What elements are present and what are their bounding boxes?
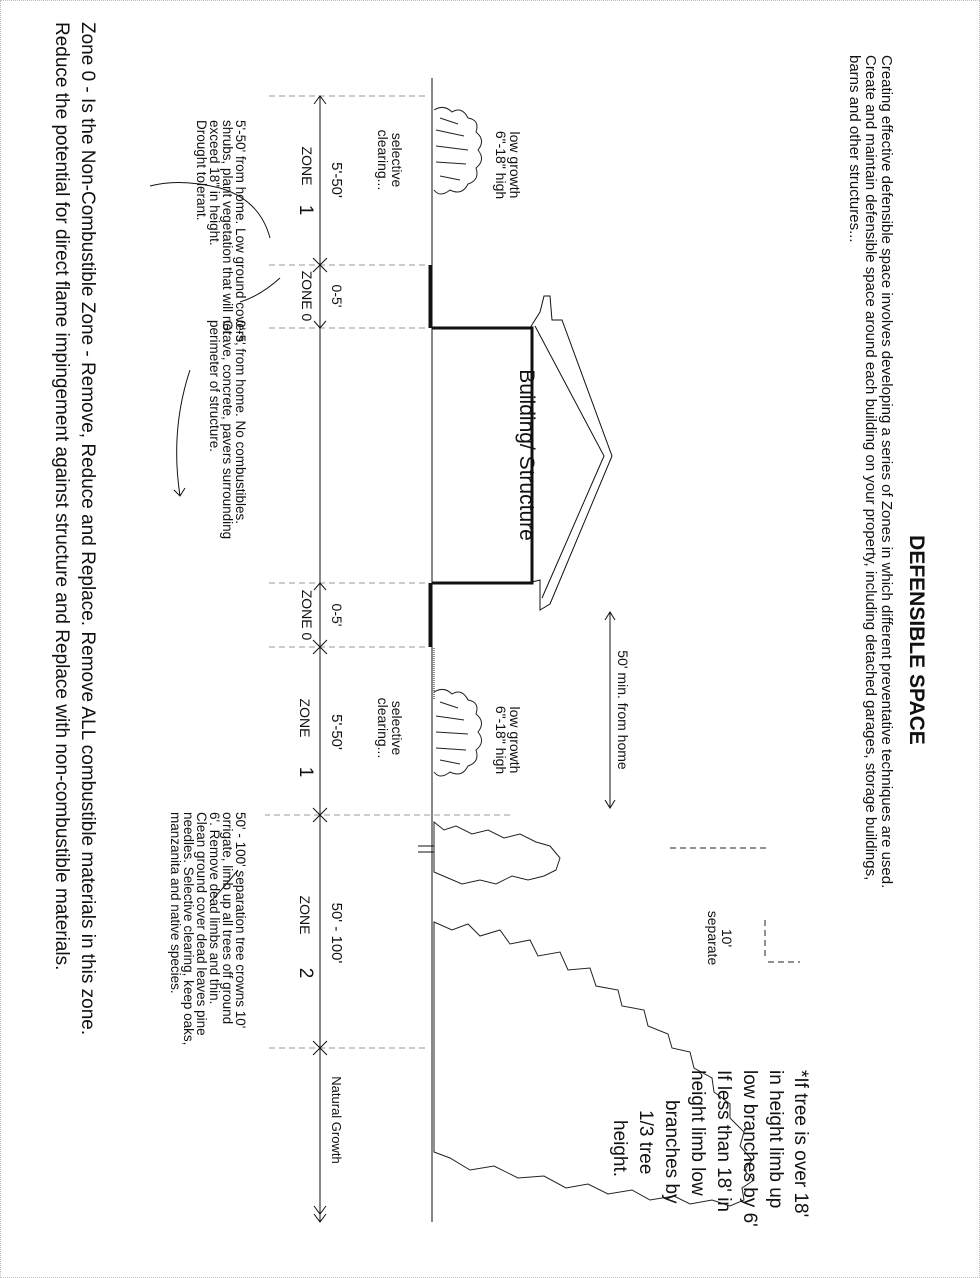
separate-line2: separate — [705, 911, 721, 966]
tree-note-line7: 1/3 tree — [635, 1110, 656, 1174]
rotated-diagram: DEFENSIBLE SPACE Creating effective defe… — [51, 22, 928, 1227]
zone0-note-leader — [239, 277, 281, 303]
tree-2-crown — [433, 921, 755, 1207]
zone1-note-leader — [149, 181, 271, 239]
zone2-note-line6: manzanita and native species. — [168, 812, 183, 994]
tree-note-line4: If less than 18' in — [713, 1070, 734, 1212]
tree-note-line6: branches by — [661, 1100, 682, 1204]
diagram-title: DEFENSIBLE SPACE — [905, 535, 928, 745]
right-low-growth-line2: 6"-18" high — [493, 706, 509, 774]
left-low-growth-line1: low growth — [507, 132, 523, 199]
left-low-growth-line2: 6"-18" high — [493, 131, 509, 199]
building-structure: Building/ Structure — [432, 295, 613, 611]
right-low-growth-line1: low growth — [507, 707, 523, 774]
right-zone2-label: ZONE — [297, 896, 313, 935]
footer-line-1: Zone 0 - Is the Non-Combustible Zone - R… — [77, 22, 98, 1035]
left-selective-line2: clearing... — [375, 130, 391, 191]
left-zone0-label: ZONE 0 — [299, 271, 315, 322]
right-zone1-number: 1 — [295, 767, 316, 778]
tree-note-line2: in height limb up — [765, 1070, 786, 1208]
intro-line-2: Create and maintain defensible space aro… — [862, 55, 879, 880]
zone2-note-line4: Clean ground cover dead leaves pine — [194, 812, 209, 1036]
zone0-note-line3: perimeter of structure. — [207, 320, 222, 452]
zone2-note-line2: orrigate, limb up all trees off ground — [220, 812, 235, 1024]
left-shrub-outline — [433, 106, 482, 195]
left-selective-line1: selective — [389, 133, 405, 188]
right-zone1-distance: 5'-50' — [328, 714, 345, 750]
right-selective-line2: clearing... — [375, 698, 391, 759]
left-zone1-label: ZONE — [299, 147, 315, 186]
building-walls — [432, 326, 534, 585]
tree-1-crown — [433, 820, 561, 885]
zone1-note-line4: Drought tolerant. — [194, 120, 209, 221]
zone0-note-arrow — [173, 369, 191, 497]
building-roof-inner — [534, 325, 605, 599]
right-shrub — [433, 648, 482, 777]
tree-2 — [433, 921, 755, 1207]
right-selective-line1: selective — [389, 701, 405, 756]
tree-1-trunk — [418, 845, 434, 853]
right-zone2-number: 2 — [295, 968, 316, 979]
separate-line1: 10' — [719, 929, 735, 947]
zone2-note-leader — [209, 869, 239, 903]
building-roof — [527, 295, 613, 611]
min-from-home-label: 50' min. from home — [615, 650, 631, 770]
zone1-note-line1: 5'-50' from home. Low ground covers, — [233, 120, 248, 346]
left-zone1-number: 1 — [295, 205, 316, 216]
left-zone0-distance: 0-5' — [329, 285, 345, 308]
tree-note-line5: height limb low — [687, 1070, 708, 1196]
right-zone2-distance: 50' - 100' — [328, 903, 345, 964]
zone0-note-line2: Grave, concrete, pavers surrounding — [220, 320, 235, 539]
right-shrub-texture — [435, 701, 469, 765]
left-shrub-texture — [435, 117, 469, 181]
left-shrub — [433, 106, 482, 195]
tree-note-line8: height. — [609, 1120, 630, 1177]
right-zone0-distance: 0-5' — [329, 604, 345, 627]
natural-growth-label: Natural Growth — [329, 1076, 344, 1163]
building-label: Building/ Structure — [515, 369, 538, 541]
right-zone0-label: ZONE 0 — [299, 590, 315, 641]
zone2-note-line3: 6'. Remove dead limbs and thin. — [207, 812, 222, 1004]
tree-1 — [418, 820, 561, 885]
intro-line-1: Creating effective defensible space invo… — [878, 55, 895, 888]
tree-note-line3: low branches by 6' — [739, 1070, 760, 1227]
zone1-note-line3: exceed 18" in height. — [207, 120, 222, 246]
zone2-note-line5: needles. Selective clearing, keep oaks, — [181, 812, 196, 1045]
zone0-note-line1: 0'-5' from home. No combustibles. — [233, 320, 248, 524]
tree-note-line1: *If tree is over 18' — [790, 1070, 811, 1217]
zone2-note-line1: 50' - 100' separation tree crowns 10' — [233, 812, 248, 1028]
right-zone1-label: ZONE — [297, 699, 313, 738]
left-zone1-distance: 5'-50' — [328, 162, 345, 198]
right-shrub-outline — [433, 688, 482, 777]
zone1-note-line2: shrubs, plant vegetation that will not — [220, 120, 235, 335]
footer-line-2: Reduce the potential for direct flame im… — [51, 22, 72, 970]
min-from-home-arrows — [604, 611, 616, 809]
intro-line-3: barns and other structures... — [846, 55, 863, 243]
dimension-ticks — [312, 95, 328, 1223]
